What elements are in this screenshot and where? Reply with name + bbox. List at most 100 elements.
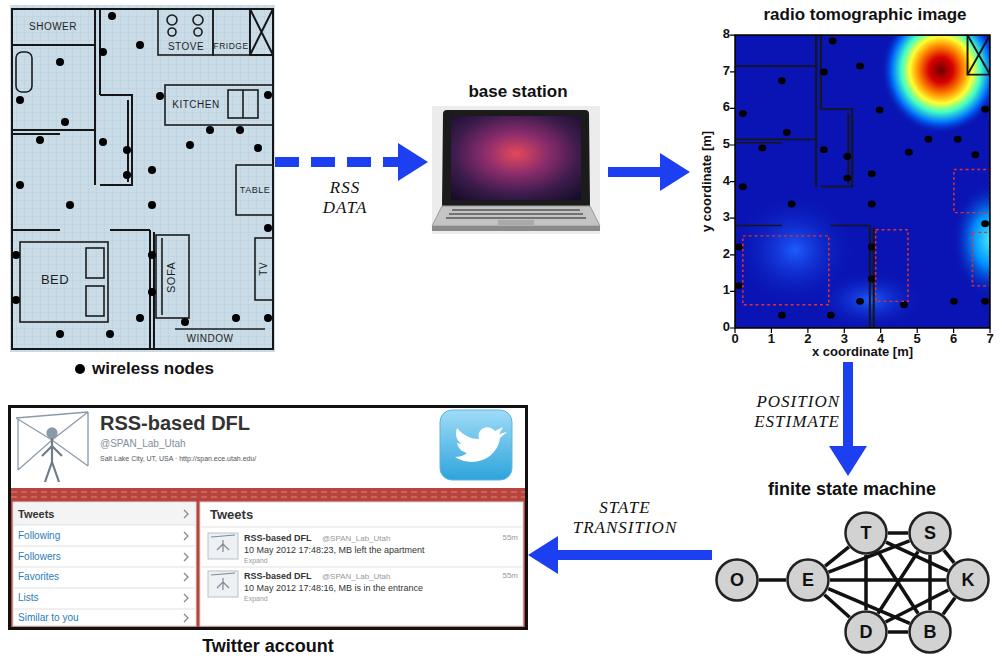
axis-tick: 7 xyxy=(982,332,998,347)
furniture xyxy=(16,52,32,92)
wireless-node-dot xyxy=(254,144,262,152)
furniture xyxy=(165,85,273,125)
room-label: TABLE xyxy=(240,185,270,195)
furniture xyxy=(161,238,163,315)
room-label: WINDOW xyxy=(187,333,234,345)
chevron-icon xyxy=(184,510,188,622)
profile-handle: @SPAN_Lab_Utah xyxy=(100,438,186,450)
wireless-node-dot xyxy=(123,171,131,179)
connector-line xyxy=(864,555,868,610)
wireless-node-dot xyxy=(36,136,44,144)
twitter-page xyxy=(200,502,523,626)
profile-icon xyxy=(47,428,57,438)
wall-line xyxy=(12,9,95,45)
flow-label: STATE TRANSITION xyxy=(555,498,695,539)
connector-line xyxy=(888,630,908,634)
state-circle: B xyxy=(908,610,952,654)
furniture xyxy=(158,9,213,55)
connector-line xyxy=(608,167,665,177)
profile-icon xyxy=(42,438,62,482)
furniture xyxy=(255,238,273,300)
state-circle: O xyxy=(715,558,759,602)
twitter-page xyxy=(13,502,196,626)
connector-line xyxy=(825,547,849,566)
tomographic-image xyxy=(735,192,857,308)
twitter-page xyxy=(14,503,195,525)
tomographic-image xyxy=(735,35,990,328)
avatar-icon xyxy=(208,571,238,597)
wireless-node-dot xyxy=(148,251,156,259)
tweet-author: RSS-based DFL xyxy=(244,571,312,581)
image-panel: radio tomographic imagex coordinate [m]y… xyxy=(690,0,1000,362)
menu-item: Following xyxy=(18,530,60,542)
furniture xyxy=(16,9,273,329)
floor-plan xyxy=(10,5,275,352)
connector-line xyxy=(554,550,713,560)
wireless-node-dot xyxy=(206,126,214,134)
wireless-node-dot xyxy=(12,251,20,259)
menu-item: Similar to you xyxy=(18,612,79,624)
legend-marker xyxy=(75,364,85,374)
wireless-node-dot xyxy=(61,118,69,126)
tomographic-image xyxy=(735,35,990,328)
furniture xyxy=(193,15,203,25)
menu-item: Followers xyxy=(18,551,61,563)
wall-line xyxy=(12,9,273,349)
avatar-icon xyxy=(211,573,235,590)
wall-line xyxy=(250,9,273,55)
transition-line xyxy=(759,580,786,581)
furniture-outline xyxy=(954,169,990,212)
twitter-logo xyxy=(440,410,512,480)
floor-plan xyxy=(10,5,275,352)
tweet-author: RSS-based DFL xyxy=(244,533,312,543)
wireless-node-dot xyxy=(136,41,144,49)
room-label: BED xyxy=(41,273,69,288)
axis-tick: 6 xyxy=(714,100,730,115)
connector-line xyxy=(843,362,853,451)
wireless-node-dot xyxy=(186,141,194,149)
axis-tick: 4 xyxy=(714,174,730,189)
connector-line xyxy=(824,595,849,618)
twitter-page xyxy=(11,488,525,627)
axis-tick: 6 xyxy=(946,332,962,347)
wireless-node-dot xyxy=(66,201,74,209)
state-letter: K xyxy=(946,558,990,602)
twitter-page xyxy=(11,408,525,627)
axis-tick: 3 xyxy=(836,332,852,347)
wireless-node-dot xyxy=(136,314,144,322)
wireless-node-dot xyxy=(108,12,116,20)
laptop-photo xyxy=(432,106,600,234)
axis-tick: 2 xyxy=(800,332,816,347)
connector-line xyxy=(878,551,918,613)
state-letter: D xyxy=(844,610,888,654)
state-circle: T xyxy=(844,511,888,555)
profile-icon xyxy=(16,412,88,482)
tomographic-image xyxy=(735,38,989,319)
furniture xyxy=(86,286,104,316)
transition-line xyxy=(943,598,955,614)
wireless-node-dot xyxy=(156,92,164,100)
wireless-node-dot xyxy=(123,146,131,154)
axis-tick: 5 xyxy=(714,137,730,152)
flow-arrow xyxy=(608,153,690,191)
furniture xyxy=(228,90,258,118)
avatar-icon xyxy=(211,535,235,552)
transition-line xyxy=(825,547,849,566)
wireless-node-dot xyxy=(148,166,156,174)
state-letter: O xyxy=(715,558,759,602)
twitter-page xyxy=(11,492,525,497)
furniture xyxy=(20,242,108,322)
tomographic-image xyxy=(735,35,990,328)
wireless-node-dot xyxy=(16,96,24,104)
axis-tick: 7 xyxy=(714,64,730,79)
avatar-icon xyxy=(208,533,238,597)
tweet-time: 55m xyxy=(486,571,518,580)
laptop-photo xyxy=(451,116,581,200)
wireless-node-dot xyxy=(56,58,64,66)
axis-tick: 3 xyxy=(714,210,730,225)
wall-line xyxy=(12,9,273,349)
connector-line xyxy=(943,598,955,614)
furniture xyxy=(175,328,265,330)
state-letter: T xyxy=(844,511,888,555)
